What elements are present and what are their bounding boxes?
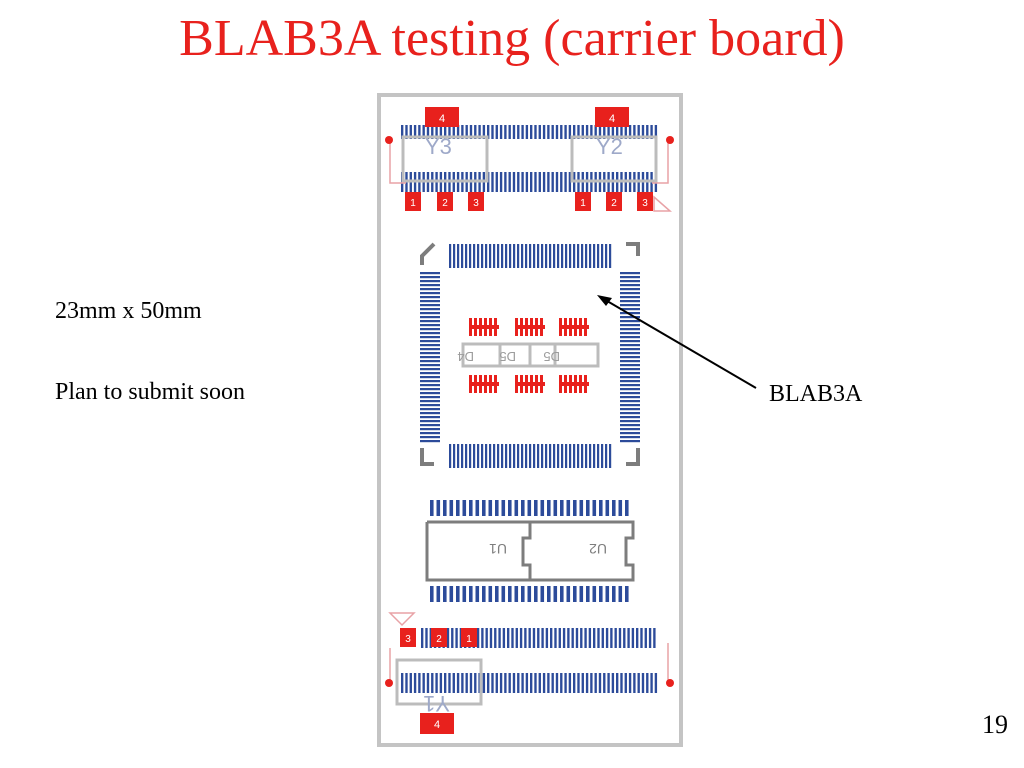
blab3a-callout-label: BLAB3A [769,381,863,407]
tab-top-left [425,107,459,127]
blab3a-chip-outline [420,242,640,466]
svg-text:2: 2 [611,198,617,209]
pin1-marker-top [653,195,672,212]
tab-top-left-label: 4 [439,113,445,125]
svg-text:2: 2 [436,634,442,645]
top-right-pins: 1 2 3 [575,192,653,211]
smd-pad-group [515,375,545,393]
connector-y3-outline [401,135,489,183]
ic-bottom-pins [430,586,629,602]
board-size-text: 23mm x 50mm [55,298,202,324]
connector-bottom-row-1 [421,628,656,648]
qfp-bottom-pins [449,444,612,468]
tab-top-right-label: 4 [609,113,615,125]
connector-y2-label: Y2 [596,134,623,159]
mount-hole-top-left [385,136,393,144]
bottom-pins: 3 2 1 [400,628,477,647]
connector-bottom-row-2 [401,673,658,693]
diode-label-d4: D4 [457,349,474,364]
svg-text:1: 1 [410,198,416,209]
diode-label-d5b: D5 [543,349,560,364]
connector-y1-outline [395,658,483,706]
connector-y2-outline [570,135,658,183]
smd-pad-group [559,375,589,393]
svg-text:2: 2 [442,198,448,209]
top-left-pins: 1 2 3 [405,192,484,211]
smd-pad-group [469,375,499,393]
tab-top-right [595,107,629,127]
smd-pad-group [559,318,589,336]
callout-arrow [601,297,757,389]
ic-top-pins [430,500,629,516]
qfp-right-pins [620,272,640,443]
callout-arrow-head [597,295,612,306]
diode-label-d5a: D5 [499,349,516,364]
diode-outlines [461,342,600,368]
tab-bottom-label: 4 [434,719,440,731]
smd-pad-group [469,318,499,336]
ic-label-u2: U2 [589,541,607,557]
tab-bottom [420,713,454,734]
slide-title: BLAB3A testing (carrier board) [179,10,845,67]
connector-top-row-1 [401,125,658,139]
svg-text:3: 3 [473,198,479,209]
smd-pad-group [515,318,545,336]
mount-hole-bottom-right [666,679,674,687]
qfp-left-pins [420,272,440,443]
ic-label-u1: U1 [489,541,507,557]
page-number: 19 [982,710,1008,739]
pin1-marker-bottom [388,612,416,627]
mount-hole-top-right [666,136,674,144]
svg-text:1: 1 [466,634,472,645]
ic-outlines [425,520,635,582]
svg-text:1: 1 [580,198,586,209]
svg-text:3: 3 [642,198,648,209]
connector-y3-label: Y3 [425,134,452,159]
qfp-top-pins [449,244,612,268]
svg-text:3: 3 [405,634,411,645]
top-left-trace [389,140,406,184]
connector-y1-label: Y1 [423,691,450,716]
mount-hole-bottom-left [385,679,393,687]
top-right-trace [652,140,669,184]
plan-text: Plan to submit soon [55,379,246,405]
